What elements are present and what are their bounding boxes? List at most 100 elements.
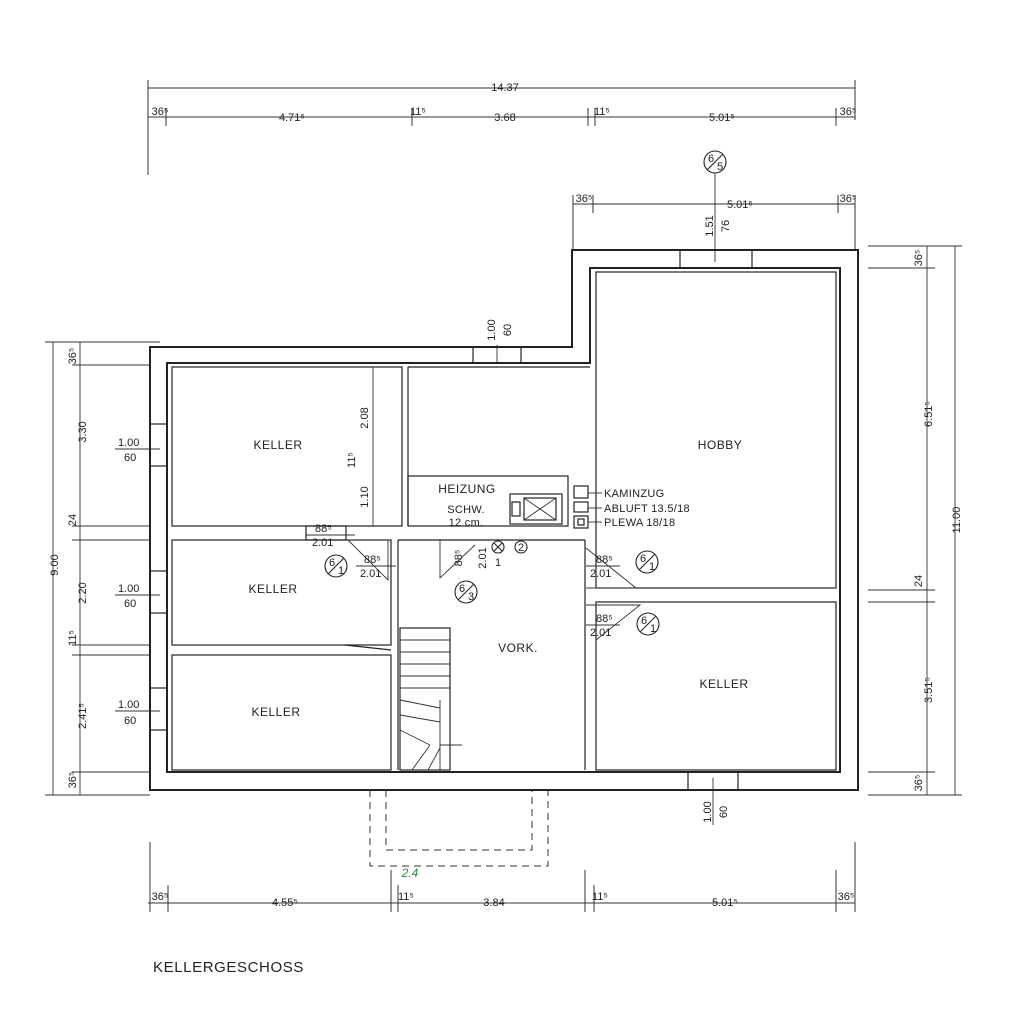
window-top-left-height: 60 xyxy=(502,324,514,336)
dim-upper-seg-1: 36⁵ xyxy=(576,193,593,205)
door-1-height: 2.01 xyxy=(312,537,333,549)
svg-text:6: 6 xyxy=(329,557,335,569)
section-mark-4: 6 1 xyxy=(636,612,660,636)
dim-overall-depth: 9.00 xyxy=(49,554,61,575)
entrance-outline xyxy=(369,790,549,867)
room-heizung: HEIZUNG xyxy=(438,482,496,496)
door-height-label: 1.10 xyxy=(359,486,371,507)
window-left-2-height: 60 xyxy=(124,598,136,610)
door-4-width: 88⁵ xyxy=(596,554,613,566)
door-1-width: 88⁵ xyxy=(315,523,332,535)
dim-top-seg-7: 36⁵ xyxy=(840,106,857,118)
outer-walls xyxy=(149,249,859,791)
dim-right-overall: 11.00 xyxy=(951,507,963,534)
door-2-width: 88⁵ xyxy=(364,554,381,566)
window-bottom-width: 1.00 xyxy=(702,801,714,822)
dim-left-seg-4: 2.20 xyxy=(77,582,89,603)
heizung-fixtures xyxy=(509,485,602,529)
dim-left-seg-3: 24 xyxy=(67,514,79,526)
svg-text:6: 6 xyxy=(640,553,646,565)
room-hobby: HOBBY xyxy=(698,438,743,452)
dim-right-seg-5: 36⁵ xyxy=(913,775,925,792)
section-mark-1: 6 1 xyxy=(324,554,348,578)
dim-upper-seg-3: 36⁵ xyxy=(840,193,857,205)
dim-bottom-seg-2: 4.55⁵ xyxy=(272,897,298,909)
door-3-height: 2.01 xyxy=(477,547,489,568)
keller-1-interior-dims: 2.08 11⁵ 1.10 xyxy=(346,367,374,526)
svg-text:6: 6 xyxy=(459,583,465,595)
dim-right-seg-4: 3.51⁵ xyxy=(923,677,935,703)
window-bottom-height: 60 xyxy=(718,806,730,818)
kaminzug-label: KAMINZUG xyxy=(604,488,664,500)
dim-right-seg-1: 36⁵ xyxy=(913,250,925,267)
marker-2: 2 xyxy=(518,542,524,554)
dim-top-seg-1: 36⁵ xyxy=(152,106,169,118)
plewa-label: PLEWA 18/18 xyxy=(604,517,675,529)
window-top-left-width: 1.00 xyxy=(486,319,498,340)
interior-walls xyxy=(171,271,837,771)
room-vork: VORK. xyxy=(498,641,538,655)
window-left-2-width: 1.00 xyxy=(118,583,139,595)
section-mark-top: 6 5 1.51 76 xyxy=(703,150,732,262)
svg-text:5: 5 xyxy=(717,161,723,173)
door-4-height: 2.01 xyxy=(590,568,611,580)
dim-left-seg-6: 2.41⁵ xyxy=(77,703,89,729)
dim-overall-width: 14.37 xyxy=(491,82,519,94)
dim-bottom-seg-6: 5.01⁵ xyxy=(712,897,738,909)
windows xyxy=(149,249,753,791)
section-mark-2: 6 3 xyxy=(454,580,478,604)
top-dimension-chain: 14.37 36⁵ 4.71⁵ 11⁵ 3.68 11⁵ 5.01⁵ 36⁵ xyxy=(147,80,857,175)
dim-top-seg-6: 5.01⁵ xyxy=(709,112,735,124)
dim-left-seg-7: 36⁵ xyxy=(67,772,79,789)
doors: 88⁵ 2.01 88⁵ 2.01 88⁵ 2.01 88⁵ 2.01 88⁵ … xyxy=(305,523,642,651)
upper-dimension-chain: 36⁵ 5.01⁵ 36⁵ xyxy=(572,193,857,250)
dim-left-seg-2: 3.30 xyxy=(77,421,89,442)
dim-bottom-seg-5: 11⁵ xyxy=(592,891,608,903)
dim-top-seg-5: 11⁵ xyxy=(594,106,610,118)
dim-right-seg-2: 6.51⁵ xyxy=(923,401,935,427)
dim-right-seg-3: 24 xyxy=(913,575,925,587)
dim-bottom-seg-1: 36⁵ xyxy=(152,891,169,903)
dim-left-seg-1: 36⁵ xyxy=(67,348,79,365)
left-dimension-chain: 9.00 36⁵ 3.30 24 2.20 11⁵ 2.41⁵ 36⁵ xyxy=(45,341,160,796)
room-keller-3: KELLER xyxy=(251,705,300,719)
door-2-height: 2.01 xyxy=(360,568,381,580)
dim-upper-seg-2: 5.01⁵ xyxy=(727,199,753,211)
abluft-label: ABLUFT 13.5/18 xyxy=(604,503,690,515)
room-keller-4: KELLER xyxy=(699,677,748,691)
dim-top-seg-3: 11⁵ xyxy=(410,106,426,118)
right-dimension-chain: 11.00 36⁵ 6.51⁵ 24 3.51⁵ 36⁵ xyxy=(868,245,963,796)
keller-1-width: 2.08 xyxy=(359,407,371,428)
window-left-3-width: 1.00 xyxy=(118,699,139,711)
section-mark-3: 6 1 xyxy=(635,550,659,574)
svg-text:1: 1 xyxy=(650,623,656,635)
dim-bottom-seg-4: 3.84 xyxy=(483,897,504,909)
svg-text:3: 3 xyxy=(468,591,474,603)
plan-title: KELLERGESCHOSS xyxy=(153,959,304,976)
vork-markers: 1 2 xyxy=(491,540,528,569)
schw-label: SCHW. xyxy=(447,504,485,516)
window-top-right-height: 76 xyxy=(720,220,732,232)
room-keller-2: KELLER xyxy=(248,582,297,596)
bottom-dimension-chain: 36⁵ 4.55⁵ 11⁵ 3.84 11⁵ 5.01⁵ 36⁵ 2.4 xyxy=(148,842,856,912)
svg-text:1: 1 xyxy=(649,561,655,573)
dim-bottom-seg-7: 36⁵ xyxy=(838,891,855,903)
staircase xyxy=(399,627,462,771)
marker-1: 1 xyxy=(495,557,501,569)
svg-text:1: 1 xyxy=(338,565,344,577)
svg-text:6: 6 xyxy=(708,153,714,165)
window-labels: 1.00 60 1.00 60 1.00 60 1.00 60 1.00 60 xyxy=(115,319,730,825)
door-5-width: 88⁵ xyxy=(596,613,613,625)
door-5-height: 2.01 xyxy=(590,627,611,639)
door-3-width: 88⁵ xyxy=(453,550,465,567)
handwritten-note: 2.4 xyxy=(401,866,419,880)
dim-top-seg-4: 3.68 xyxy=(494,112,515,124)
wall-thickness: 11⁵ xyxy=(346,452,358,468)
window-top-right-width: 1.51 xyxy=(704,215,716,236)
window-left-1-width: 1.00 xyxy=(118,437,139,449)
svg-text:6: 6 xyxy=(641,615,647,627)
dim-top-seg-2: 4.71⁵ xyxy=(279,112,305,124)
window-left-1-height: 60 xyxy=(124,452,136,464)
room-keller-1: KELLER xyxy=(253,438,302,452)
